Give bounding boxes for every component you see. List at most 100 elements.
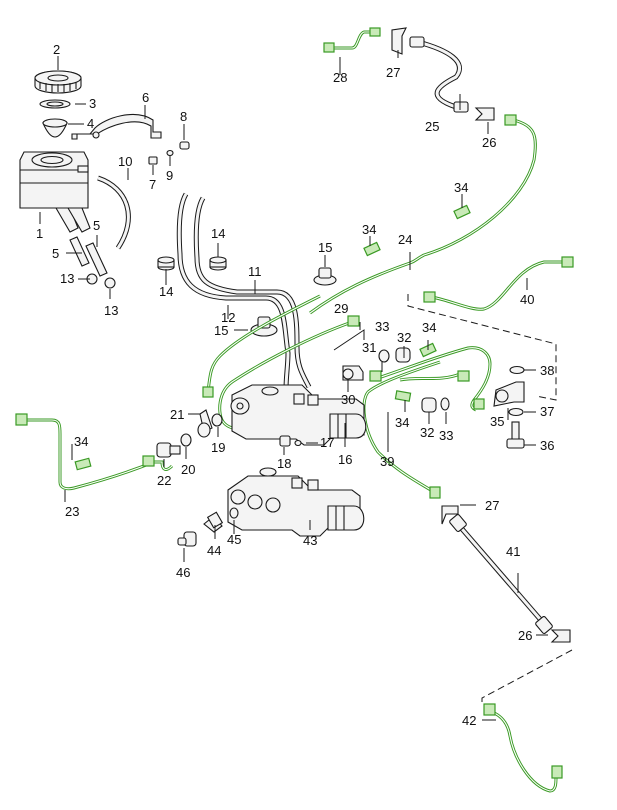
callout-12: 12 <box>221 310 235 325</box>
brake-line-28[interactable] <box>323 27 381 53</box>
brake-line-upper-distributor[interactable] <box>399 370 470 382</box>
retaining-clip-26-lower[interactable] <box>550 629 571 643</box>
sleeve-34-d[interactable] <box>394 390 412 402</box>
reservoir-cap[interactable] <box>34 70 82 94</box>
seal-19[interactable] <box>211 413 223 427</box>
clip-33-upper[interactable] <box>378 349 390 363</box>
callout-27-top: 27 <box>386 65 400 80</box>
callout-4: 4 <box>87 116 94 131</box>
callout-25: 25 <box>425 119 439 134</box>
hose-clamp-right[interactable] <box>104 277 116 289</box>
grommet-14-left[interactable] <box>157 256 175 271</box>
callout-32-upper: 32 <box>397 330 411 345</box>
callout-42: 42 <box>462 713 476 728</box>
callout-33-lower: 33 <box>439 428 453 443</box>
reservoir-bracket[interactable] <box>71 113 162 140</box>
callout-11: 11 <box>248 264 262 279</box>
callout-leaders <box>39 50 548 721</box>
union-30[interactable] <box>333 329 365 381</box>
callout-32-lower: 32 <box>420 425 434 440</box>
callout-35: 35 <box>490 414 504 429</box>
callout-21: 21 <box>170 407 184 422</box>
callout-39: 39 <box>380 454 394 469</box>
brake-line-23[interactable] <box>15 413 174 491</box>
brake-line-31[interactable] <box>369 346 492 412</box>
brake-light-switch-44[interactable] <box>203 511 224 533</box>
sleeve-34-e[interactable] <box>74 457 92 471</box>
callout-34-c: 34 <box>422 320 436 335</box>
clip-7[interactable] <box>148 156 158 165</box>
callout-1: 1 <box>36 226 43 241</box>
callout-27-lower: 27 <box>485 498 499 513</box>
plug-46[interactable] <box>177 531 197 547</box>
washer-17[interactable] <box>294 439 302 447</box>
grommet-32-upper[interactable] <box>395 347 411 363</box>
clip-33-lower[interactable] <box>440 397 450 411</box>
callout-3: 3 <box>89 96 96 111</box>
washer-38[interactable] <box>509 365 525 375</box>
callout-38: 38 <box>540 363 554 378</box>
callout-17: 17 <box>320 435 334 450</box>
callout-14-right: 14 <box>211 226 225 241</box>
seal-45[interactable] <box>229 507 239 519</box>
callout-40: 40 <box>520 292 534 307</box>
brake-hose-41[interactable] <box>449 514 553 634</box>
bolt-36[interactable] <box>506 421 525 449</box>
callout-24: 24 <box>398 232 412 247</box>
callout-28: 28 <box>333 70 347 85</box>
callout-30: 30 <box>341 392 355 407</box>
hollow-bolt-22[interactable] <box>156 442 181 458</box>
vent-hose[interactable] <box>97 175 131 250</box>
grommet-32-lower[interactable] <box>421 397 437 413</box>
nut-18[interactable] <box>279 435 291 447</box>
callout-5-left: 5 <box>52 246 59 261</box>
callout-13-left: 13 <box>60 271 74 286</box>
retaining-clip-26-top[interactable] <box>474 107 495 121</box>
feed-line-11[interactable] <box>193 196 312 389</box>
callout-43: 43 <box>303 533 317 548</box>
callout-34-e: 34 <box>74 434 88 449</box>
tandem-master-cylinder-43[interactable] <box>227 467 365 537</box>
callout-29: 29 <box>334 301 348 316</box>
callout-10: 10 <box>118 154 132 169</box>
brake-line-40[interactable] <box>423 256 574 311</box>
grommet-14-right[interactable] <box>209 256 227 271</box>
callout-20: 20 <box>181 462 195 477</box>
feed-line-12[interactable] <box>176 192 291 390</box>
nut-8[interactable] <box>179 141 190 150</box>
master-cylinder-16[interactable] <box>230 384 367 446</box>
brake-line-24[interactable] <box>309 114 537 315</box>
dashed-leader-lower <box>481 649 573 706</box>
fluid-reservoir[interactable] <box>19 151 91 233</box>
washer-9[interactable] <box>166 149 174 157</box>
callout-2: 2 <box>53 42 60 57</box>
callout-19: 19 <box>211 440 225 455</box>
seal-20[interactable] <box>180 433 192 447</box>
bracket-27-lower[interactable] <box>441 505 459 525</box>
callout-18: 18 <box>277 456 291 471</box>
brake-hose-25[interactable] <box>409 36 469 113</box>
brake-line-39[interactable] <box>362 360 441 499</box>
washer-37[interactable] <box>508 407 524 417</box>
callout-7: 7 <box>149 177 156 192</box>
brake-line-left-upper[interactable] <box>202 294 321 398</box>
banjo-union-21[interactable] <box>197 409 213 438</box>
callout-46: 46 <box>176 565 190 580</box>
callout-13-right: 13 <box>104 303 118 318</box>
bracket-27-top[interactable] <box>391 27 407 55</box>
callout-41: 41 <box>506 544 520 559</box>
grommet-15-upper[interactable] <box>313 267 337 286</box>
reservoir-gasket[interactable] <box>39 99 71 109</box>
callout-34-a: 34 <box>454 180 468 195</box>
brake-line-42[interactable] <box>483 703 563 793</box>
sleeve-34-b[interactable] <box>363 241 381 257</box>
reservoir-strainer[interactable] <box>42 118 68 138</box>
callout-26-top: 26 <box>482 135 496 150</box>
hose-5-right[interactable] <box>85 242 108 277</box>
distributor-35[interactable] <box>493 381 525 407</box>
sleeve-34-a[interactable] <box>453 204 471 220</box>
callout-8: 8 <box>180 109 187 124</box>
hose-5-left[interactable] <box>69 236 90 267</box>
callout-labels: 2 3 4 1 5 5 6 7 8 9 10 11 12 13 13 14 14… <box>36 42 554 728</box>
